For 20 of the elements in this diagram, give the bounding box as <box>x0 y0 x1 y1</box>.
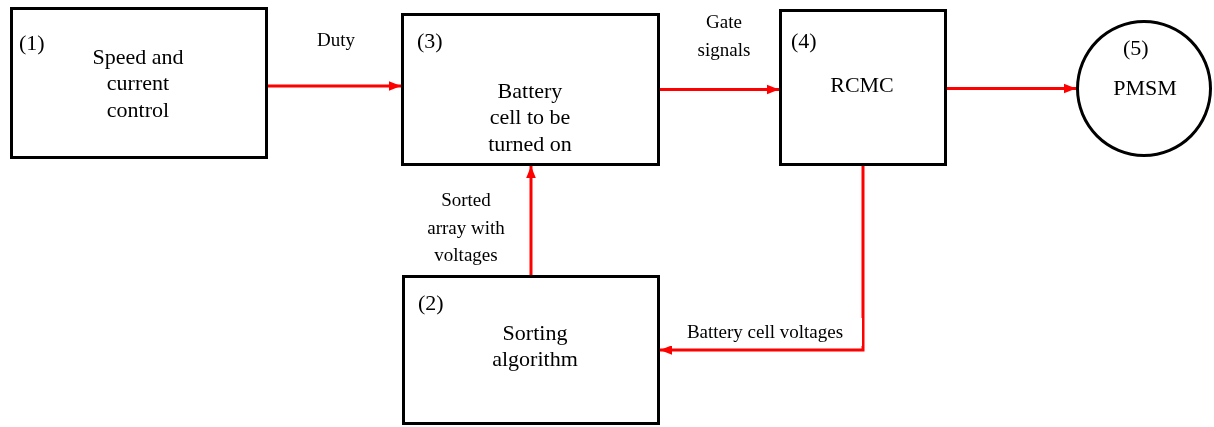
node-number: (2) <box>418 290 444 316</box>
node-label: Sorting algorithm <box>491 320 579 373</box>
arrow <box>660 166 865 355</box>
edge-label: Battery cell voltages <box>668 318 862 346</box>
process-box <box>402 275 660 425</box>
arrow <box>947 83 1076 94</box>
node-number: (5) <box>1123 35 1149 61</box>
node-label: RCMC <box>829 72 895 99</box>
process-box <box>10 7 268 159</box>
node-number: (1) <box>19 30 45 56</box>
node-label: PMSM <box>1112 75 1178 102</box>
arrow <box>526 166 536 275</box>
arrow <box>268 81 401 91</box>
process-box <box>779 9 947 166</box>
node-label: Battery cell to be turned on <box>487 78 573 158</box>
process-box <box>401 13 660 166</box>
node-number: (3) <box>417 28 443 54</box>
node-label: Speed and current control <box>91 44 185 124</box>
node-number: (4) <box>791 28 817 54</box>
arrow <box>660 84 779 95</box>
